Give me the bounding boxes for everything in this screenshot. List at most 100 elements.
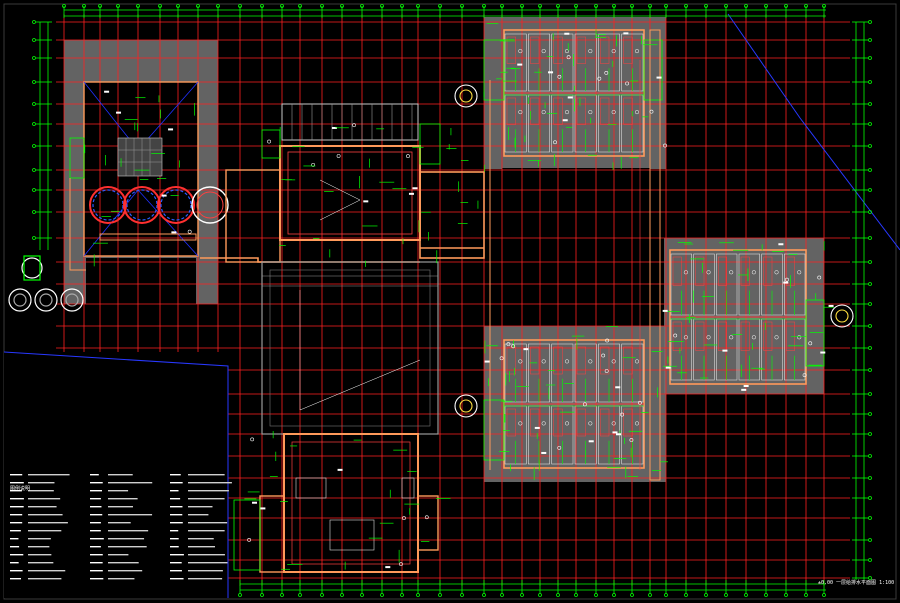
legend-text-line [108, 546, 147, 548]
valve-symbol [637, 400, 642, 405]
fixture [729, 270, 734, 275]
fixture [588, 49, 593, 54]
fixture [797, 335, 802, 340]
legend-text-line [28, 506, 57, 508]
label-mark [252, 501, 258, 504]
axis-bubble [32, 236, 36, 240]
axis-bubble [32, 144, 36, 148]
bathroom [530, 36, 540, 64]
stair-towers [454, 84, 854, 418]
valve-symbol [620, 412, 624, 417]
legend-text-line [188, 490, 229, 492]
legend-text-line [188, 514, 209, 516]
axis-bubble [400, 4, 404, 8]
label-mark [408, 192, 414, 195]
axis-bubble [260, 4, 264, 8]
fixture [588, 359, 593, 364]
legend-text-line [188, 506, 213, 508]
fixture [541, 359, 546, 364]
axis-bubble [764, 593, 768, 597]
legend-symbol [10, 578, 21, 580]
legend-text-line [108, 474, 133, 476]
valve-symbol [247, 538, 252, 542]
axis-bubble [238, 4, 242, 8]
axis-bubble [460, 593, 464, 597]
fixture [611, 359, 616, 364]
fixture [588, 110, 593, 115]
legend-symbol [170, 490, 179, 492]
legend-symbol [170, 546, 179, 548]
legend-symbol [10, 530, 21, 532]
axis-bubble [868, 476, 872, 480]
label-mark [534, 426, 540, 429]
label-mark [623, 32, 629, 35]
axis-bubble [868, 432, 872, 436]
label-mark [743, 385, 749, 388]
bathroom [740, 321, 750, 351]
axis-bubble [520, 593, 524, 597]
bathroom [672, 256, 682, 286]
axis-bubble [868, 496, 872, 500]
legend-text-line [188, 578, 223, 580]
fixture [797, 270, 802, 275]
label-mark [412, 187, 418, 190]
legend-symbol [90, 522, 101, 524]
axis-bubble [868, 20, 872, 24]
legend-text-line [188, 562, 228, 564]
axis-bubble [32, 122, 36, 126]
bathroom [740, 256, 750, 286]
bathroom [623, 346, 633, 375]
east-corridor [489, 29, 661, 481]
bathroom [576, 408, 586, 437]
legend-heading: 图例说明 [10, 485, 30, 492]
axis-bubble [360, 4, 364, 8]
legend-symbol [10, 474, 23, 476]
axis-bubble [32, 56, 36, 60]
axis-bubble [744, 4, 748, 8]
axis-bubble [648, 4, 652, 8]
valve-symbol [785, 277, 789, 282]
legend-symbol [10, 554, 24, 556]
axis-bubble [400, 593, 404, 597]
label-mark [523, 348, 529, 351]
bathroom [530, 346, 540, 375]
legend-symbol [10, 482, 24, 484]
legend-symbol [170, 562, 182, 564]
valve-symbol [605, 338, 610, 343]
axis-bubble [868, 122, 872, 126]
fixture [564, 421, 570, 426]
bathroom [763, 321, 773, 351]
axis-bubble [32, 102, 36, 106]
fixture [774, 335, 779, 340]
legend-text-line [108, 530, 149, 532]
valve-symbol [604, 369, 609, 373]
valve-symbol [499, 356, 504, 361]
legend-symbol [90, 482, 103, 484]
stair-core [643, 39, 663, 101]
axis-bubble [868, 516, 872, 520]
axis-bubble [32, 188, 36, 192]
legend-text-line [28, 474, 70, 476]
bathroom [600, 97, 610, 125]
axis-bubble [500, 593, 504, 597]
fixture [518, 110, 523, 115]
legend-text-line [188, 482, 232, 484]
pump-house [69, 81, 199, 271]
axis-bubble [868, 302, 872, 306]
axis-bubble [556, 4, 560, 8]
legend-symbol [10, 538, 19, 540]
bathroom [506, 97, 516, 125]
axis-bubble [684, 593, 688, 597]
valve-symbol [629, 438, 634, 442]
axis-bubble [630, 593, 634, 597]
valve-symbol [553, 140, 557, 145]
axis-bubble [416, 593, 420, 597]
legend-text-line [108, 506, 133, 508]
label-mark [363, 200, 369, 203]
label-mark [656, 76, 662, 79]
axis-bubble [500, 4, 504, 8]
axis-bubble [32, 20, 36, 24]
axis-bubble [784, 593, 788, 597]
axis-bubble [868, 102, 872, 106]
axis-bubble [684, 4, 688, 8]
